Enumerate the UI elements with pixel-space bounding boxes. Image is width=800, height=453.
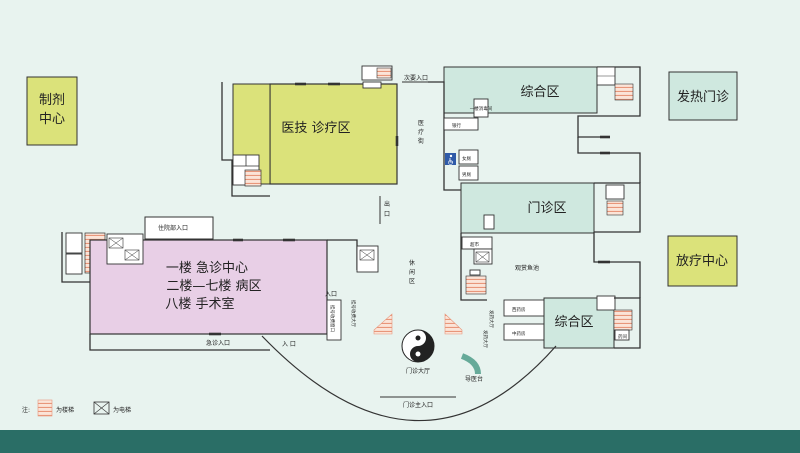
elevator-icon <box>108 237 124 249</box>
general-bottom-label: 综合区 <box>554 315 593 330</box>
western-pharmacy-label: 西药房 <box>512 306 526 313</box>
legend-stairs-label: 为楼梯 <box>56 406 74 414</box>
emergency-label-3: 八楼 手术室 <box>165 296 234 312</box>
leisure-char-1: 休 <box>409 259 415 267</box>
emergency-label-1: 一楼 急诊中心 <box>166 261 248 276</box>
stairs-icon <box>465 275 487 295</box>
men-toilet-label: 男厕 <box>462 172 471 178</box>
outpatient-label: 门诊区 <box>527 201 566 216</box>
medical-street-char-2: 疗 <box>418 128 424 136</box>
zone-medical-tech[interactable]: 医技 诊疗区 <box>221 65 399 197</box>
exit-char-1: 出 <box>384 200 390 208</box>
zone-general-top[interactable]: 综合区 一楼消毒间 <box>428 66 641 138</box>
elevator-icon <box>93 401 110 415</box>
supermarket-label: 超市 <box>470 241 479 248</box>
zone-fare-clinic[interactable]: 发热门诊 <box>668 71 738 121</box>
zone-emergency[interactable]: 住院部入口 一楼 急诊中心 二楼—七楼 病区 八楼 手术室 挂号收费窗口 挂号收… <box>61 216 379 351</box>
yin-yang-icon <box>401 329 435 363</box>
women-toilet[interactable] <box>458 149 479 165</box>
bottom-entrance-label: 入 口 <box>282 341 296 348</box>
guide-desk[interactable] <box>460 353 481 375</box>
stairs-icon <box>376 67 392 79</box>
stairs-icon <box>444 313 463 335</box>
legend-elevator-label: 为电梯 <box>113 406 131 414</box>
emergency-label-2: 二楼—七楼 病区 <box>166 279 261 294</box>
registration-window[interactable] <box>326 299 342 341</box>
stairs-icon <box>373 313 393 335</box>
medical-street-char-1: 医 <box>418 120 424 127</box>
supermarket-block: 超市 观赏鱼池 <box>460 233 539 301</box>
medical-tech-label: 医技 诊疗区 <box>281 121 350 136</box>
wheelchair-icon <box>445 153 456 165</box>
secondary-entrance-label: 次要入口 <box>404 74 428 82</box>
zone-radiotherapy-center[interactable]: 放疗中心 <box>667 235 738 287</box>
men-toilet[interactable] <box>458 165 479 181</box>
stairs-icon <box>614 83 634 101</box>
elevator-icon <box>475 251 490 263</box>
fangliao-label: 放疗中心 <box>676 254 728 269</box>
exit-char-2: 口 <box>384 211 390 218</box>
fare-label: 发热门诊 <box>677 89 729 105</box>
zhiji-label-2: 中心 <box>39 112 65 127</box>
zone-general-bottom[interactable]: 药间 综合区 <box>543 295 641 349</box>
registration-window-label: 挂号收费窗口 <box>329 305 336 332</box>
elevator-icon <box>359 249 375 261</box>
leisure-char-2: 闲 <box>409 268 415 276</box>
bank-room[interactable] <box>443 117 479 131</box>
emergency-entrance-label: 急诊入口 <box>206 339 230 347</box>
zhiji-label-1: 制剂 <box>39 93 65 108</box>
fish-pond-label: 观赏鱼池 <box>515 264 539 272</box>
service-block: 银行 女厕 男厕 <box>443 113 479 191</box>
general-top-label: 综合区 <box>520 85 559 100</box>
dispensing-hall-label-2: 发药大厅 <box>482 330 489 348</box>
stairs-icon <box>37 399 53 417</box>
inpatient-entrance-label: 住院部入口 <box>158 224 188 232</box>
right-entrance-label: 入口 <box>325 291 337 298</box>
main-entrance-label: 门诊主入口 <box>403 401 433 409</box>
drug-room-label: 药间 <box>618 333 627 340</box>
leisure-char-3: 区 <box>409 278 415 285</box>
stairs-icon <box>244 169 262 187</box>
chinese-pharmacy-label: 中药房 <box>512 330 526 337</box>
legend: 注: 为楼梯 为电梯 <box>22 399 131 417</box>
legend-note: 注: <box>22 406 30 414</box>
front-plaza-arc <box>261 335 557 422</box>
dispensing-hall-label-1: 发药大厅 <box>488 310 495 328</box>
zone-outpatient[interactable]: 门诊区 <box>460 135 641 298</box>
medical-street-char-3: 街 <box>418 137 424 145</box>
zone-zhiji-center[interactable]: 制剂 中心 <box>26 76 78 146</box>
guide-desk-label: 导医台 <box>465 375 483 383</box>
elevator-icon <box>124 249 140 261</box>
stairs-icon <box>606 200 624 216</box>
stairs-icon <box>613 309 633 331</box>
registration-hall-label: 挂号收费大厅 <box>350 300 357 327</box>
bank-label: 银行 <box>452 122 461 129</box>
pharmacy-block: 西药房 中药房 发药大厅 发药大厅 <box>482 299 545 348</box>
bottom-band <box>0 430 800 453</box>
women-toilet-label: 女厕 <box>462 155 471 162</box>
small-room-label: 一楼消毒间 <box>470 105 493 112</box>
main-hall-label: 门诊大厅 <box>406 367 430 375</box>
